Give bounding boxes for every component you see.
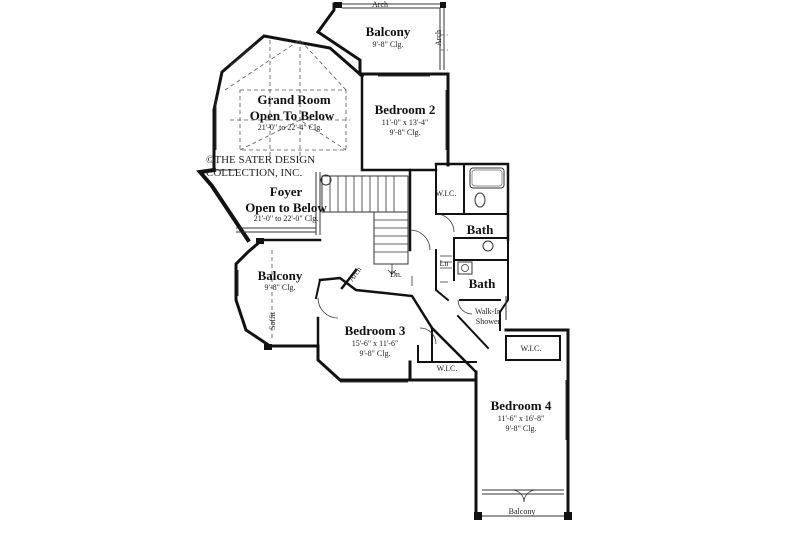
bedroom4-name: Bedroom 4 [491,398,552,413]
room-labels: ©THE SATER DESIGN COLLECTION, INC. Arch … [206,0,552,516]
down-label: Dn. [390,270,402,279]
walkin-shower-line2: Shower [476,317,501,326]
wic2-label: W.I.C. [437,364,458,373]
door-swings [317,213,537,503]
balcony-top-name: Balcony [366,24,411,39]
bedroom3-name: Bedroom 3 [345,323,406,338]
linen-label: Ln [440,259,449,268]
walkin-shower-line1: Walk-In [475,307,501,316]
foyer-ceiling: 21'-0" to 22'-0" Clg. [254,214,319,223]
bedroom2-size: 11'-0" x 13'-4" [382,118,428,127]
bedroom3-ceiling: 9'-8" Clg. [360,349,391,358]
arch-top-label: Arch [372,0,388,9]
balcony-top-ceiling: 9'-8" Clg. [373,40,404,49]
arch-mid-label: Arch [346,265,363,283]
bath1-name: Bath [467,222,495,237]
arch-right-label: Arch [434,30,443,46]
balcony-left-name: Balcony [258,268,303,283]
bedroom2-name: Bedroom 2 [375,102,436,117]
interior-walls [214,74,561,374]
bedroom4-ceiling: 9'-8" Clg. [506,424,537,433]
copyright-line1: ©THE SATER DESIGN [206,154,315,166]
balcony-bottom-name: Balcony [509,507,536,516]
grand-room-ceiling: 21'-0" to 22'-4" Clg. [258,123,323,132]
balcony-top-area [315,2,448,70]
grand-room-ceiling-detail [224,39,350,160]
bath-fixtures [411,167,505,286]
copyright-line2: COLLECTION, INC. [206,167,302,179]
soffit-label: Soffit [268,311,277,330]
wic3-label: W.I.C. [521,344,542,353]
grand-room-name2: Open To Below [250,108,335,123]
windows [215,43,567,440]
staircase [320,174,409,275]
bedroom3-size: 15'-6" x 11'-6" [352,339,398,348]
wic1-label: W.I.C. [436,189,457,198]
grand-room-name1: Grand Room [257,92,330,107]
balcony-left-ceiling: 9'-8" Clg. [265,283,296,292]
bedroom2-ceiling: 9'-8" Clg. [390,128,421,137]
foyer-name2: Open to Below [245,200,327,215]
bath2-name: Bath [469,276,497,291]
foyer-name1: Foyer [270,184,303,199]
bedroom4-size: 11'-6" x 16'-8" [498,414,544,423]
exterior-walls [196,29,572,520]
